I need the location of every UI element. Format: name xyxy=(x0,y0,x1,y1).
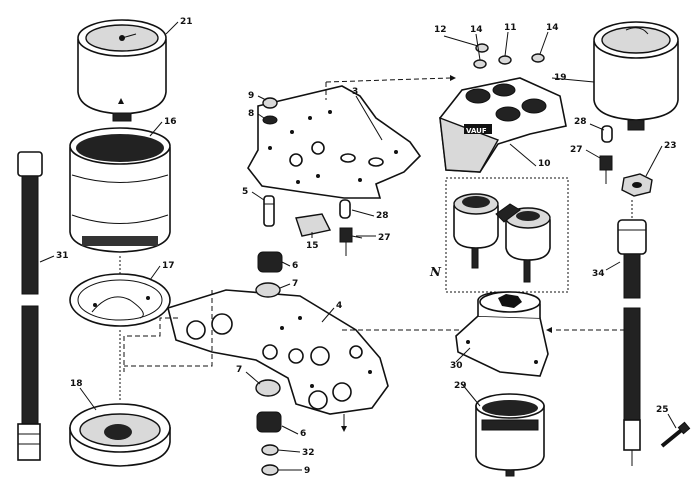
part-7-bushing-lower xyxy=(255,379,281,397)
part-5-stud xyxy=(263,195,275,227)
callout-6-lower: 6 xyxy=(300,429,306,439)
part-8-washer xyxy=(262,115,278,125)
callout-14-a: 14 xyxy=(470,25,483,35)
part-28-bulb-right xyxy=(601,125,613,143)
part-4-gasket xyxy=(167,289,389,415)
callout-15: 15 xyxy=(306,241,319,251)
callout-19: 19 xyxy=(554,73,567,83)
callout-23: 23 xyxy=(664,141,677,151)
part-28-bulb xyxy=(339,199,351,219)
part-10-indicator-housing xyxy=(439,77,567,173)
callout-27-mid: 27 xyxy=(378,233,391,243)
leader-lines xyxy=(39,21,677,471)
callout-4: 4 xyxy=(336,301,342,311)
part-23-nut xyxy=(621,173,653,197)
callout-16: 16 xyxy=(164,117,177,127)
part-32-washer xyxy=(261,444,279,456)
callout-21: 21 xyxy=(180,17,193,27)
callout-labels: 21 16 31 17 18 9 8 3 5 28 15 27 6 7 4 7 … xyxy=(56,17,677,476)
callout-28-right: 28 xyxy=(574,117,587,127)
callout-11: 11 xyxy=(504,23,517,33)
callout-3: 3 xyxy=(352,87,358,97)
callout-12: 12 xyxy=(434,25,447,35)
part-16-housing xyxy=(69,127,171,253)
part-N-subassembly xyxy=(445,177,569,293)
callout-14-b: 14 xyxy=(546,23,559,33)
part-29-cup xyxy=(475,393,545,477)
callout-9-top: 9 xyxy=(248,91,254,101)
callout-9-bottom: 9 xyxy=(304,466,310,476)
part-6-bushing-upper xyxy=(257,251,283,273)
part-21-gauge xyxy=(77,19,167,122)
callout-27-right: 27 xyxy=(570,145,583,155)
callout-N: N xyxy=(429,265,442,279)
part-19-gauge xyxy=(593,21,679,131)
part-12-lens xyxy=(475,43,489,53)
part-25-bolt xyxy=(660,421,691,448)
part-14-lens-a xyxy=(473,59,487,69)
part-9-nut-top xyxy=(262,97,278,109)
part-6-bushing-lower xyxy=(256,411,282,433)
callout-5: 5 xyxy=(242,187,248,197)
part-7-bushing-upper xyxy=(255,282,281,298)
part-27-lamp-holder-right xyxy=(599,155,613,184)
callout-25: 25 xyxy=(656,405,669,415)
callout-28-mid: 28 xyxy=(376,211,389,221)
callout-18: 18 xyxy=(70,379,83,389)
housing-badge: VAUF xyxy=(466,127,487,135)
callout-7-lower: 7 xyxy=(236,365,242,375)
callout-10: 10 xyxy=(538,159,551,169)
callout-32: 32 xyxy=(302,448,315,458)
part-11-lens xyxy=(498,55,512,65)
callout-8: 8 xyxy=(248,109,254,119)
part-18-bottom-cup xyxy=(69,403,171,467)
callout-29: 29 xyxy=(454,381,467,391)
callout-34: 34 xyxy=(592,269,605,279)
callout-30: 30 xyxy=(450,361,463,371)
part-9-nut-bottom xyxy=(261,464,279,476)
part-3-mounting-plate xyxy=(247,85,422,199)
part-14-lens-b xyxy=(531,53,545,63)
part-17-base-plate xyxy=(69,273,171,327)
part-30-drive-bracket xyxy=(455,291,549,377)
part-15-clip xyxy=(295,213,332,237)
callout-17: 17 xyxy=(162,261,175,271)
callout-31: 31 xyxy=(56,251,69,261)
part-27-lamp-holder xyxy=(339,227,363,256)
callout-6-upper: 6 xyxy=(292,261,298,271)
part-31-drive-cable xyxy=(17,151,43,461)
callout-7-upper: 7 xyxy=(292,279,298,289)
part-34-drive-cable xyxy=(617,219,647,466)
